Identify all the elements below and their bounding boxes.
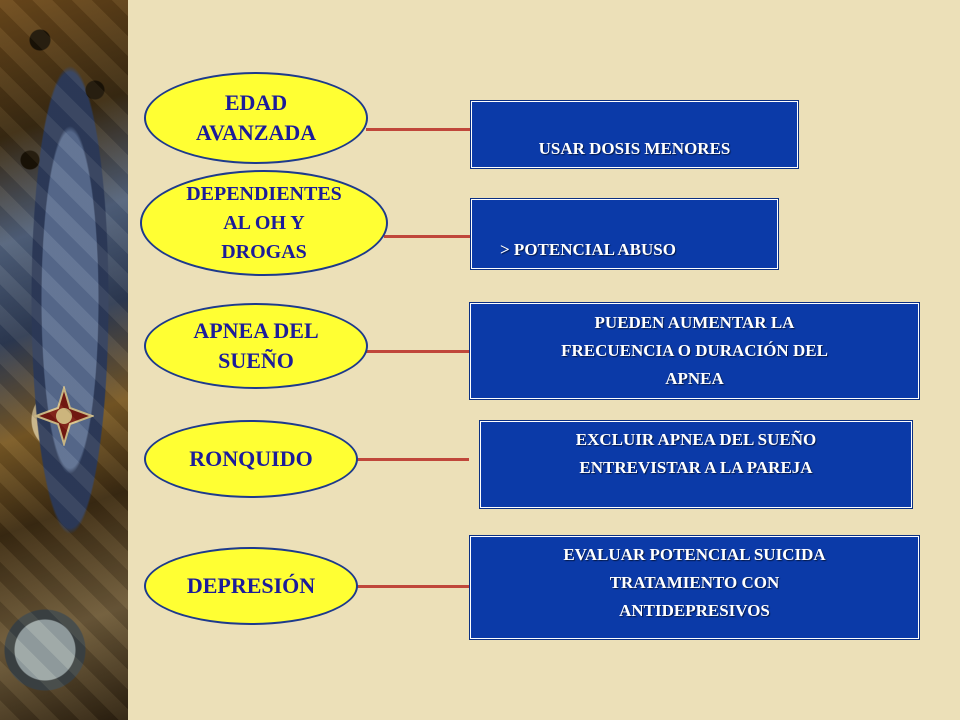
condition-label: APNEA DEL SUEÑO <box>193 318 319 373</box>
recommendation-label: USAR DOSIS MENORES <box>538 139 731 158</box>
connector-line-2 <box>384 235 472 238</box>
connector-line-3 <box>366 350 472 353</box>
recommendation-box-4: EXCLUIR APNEA DEL SUEÑO ENTREVISTAR A LA… <box>479 420 913 509</box>
connector-line-5 <box>355 585 471 588</box>
condition-label: RONQUIDO <box>189 446 313 471</box>
condition-label: EDAD AVANZADA <box>195 90 317 145</box>
decorative-photo-strip <box>0 0 128 720</box>
recommendation-box-2: > POTENCIAL ABUSO <box>470 198 779 270</box>
recommendation-label: PUEDEN AUMENTAR LA FRECUENCIA O DURACIÓN… <box>561 313 828 388</box>
condition-oval-edad-avanzada: EDAD AVANZADA <box>144 72 368 164</box>
condition-oval-depresion: DEPRESIÓN <box>144 547 358 625</box>
condition-label: DEPENDIENTES AL OH Y DROGAS <box>186 182 342 263</box>
recommendation-label: EVALUAR POTENCIAL SUICIDA TRATAMIENTO CO… <box>563 545 826 620</box>
condition-oval-dependientes: DEPENDIENTES AL OH Y DROGAS <box>140 170 388 276</box>
recommendation-box-3: PUEDEN AUMENTAR LA FRECUENCIA O DURACIÓN… <box>469 302 920 400</box>
condition-oval-apnea: APNEA DEL SUEÑO <box>144 303 368 389</box>
recommendation-label: EXCLUIR APNEA DEL SUEÑO ENTREVISTAR A LA… <box>575 430 817 477</box>
medal-cross-icon <box>34 386 94 446</box>
recommendation-box-5: EVALUAR POTENCIAL SUICIDA TRATAMIENTO CO… <box>469 535 920 640</box>
recommendation-label: > POTENCIAL ABUSO <box>500 240 676 259</box>
condition-label: DEPRESIÓN <box>186 573 316 598</box>
recommendation-box-1: USAR DOSIS MENORES <box>470 100 799 169</box>
condition-oval-ronquido: RONQUIDO <box>144 420 358 498</box>
connector-line-4 <box>355 458 469 461</box>
connector-line-1 <box>366 128 472 131</box>
